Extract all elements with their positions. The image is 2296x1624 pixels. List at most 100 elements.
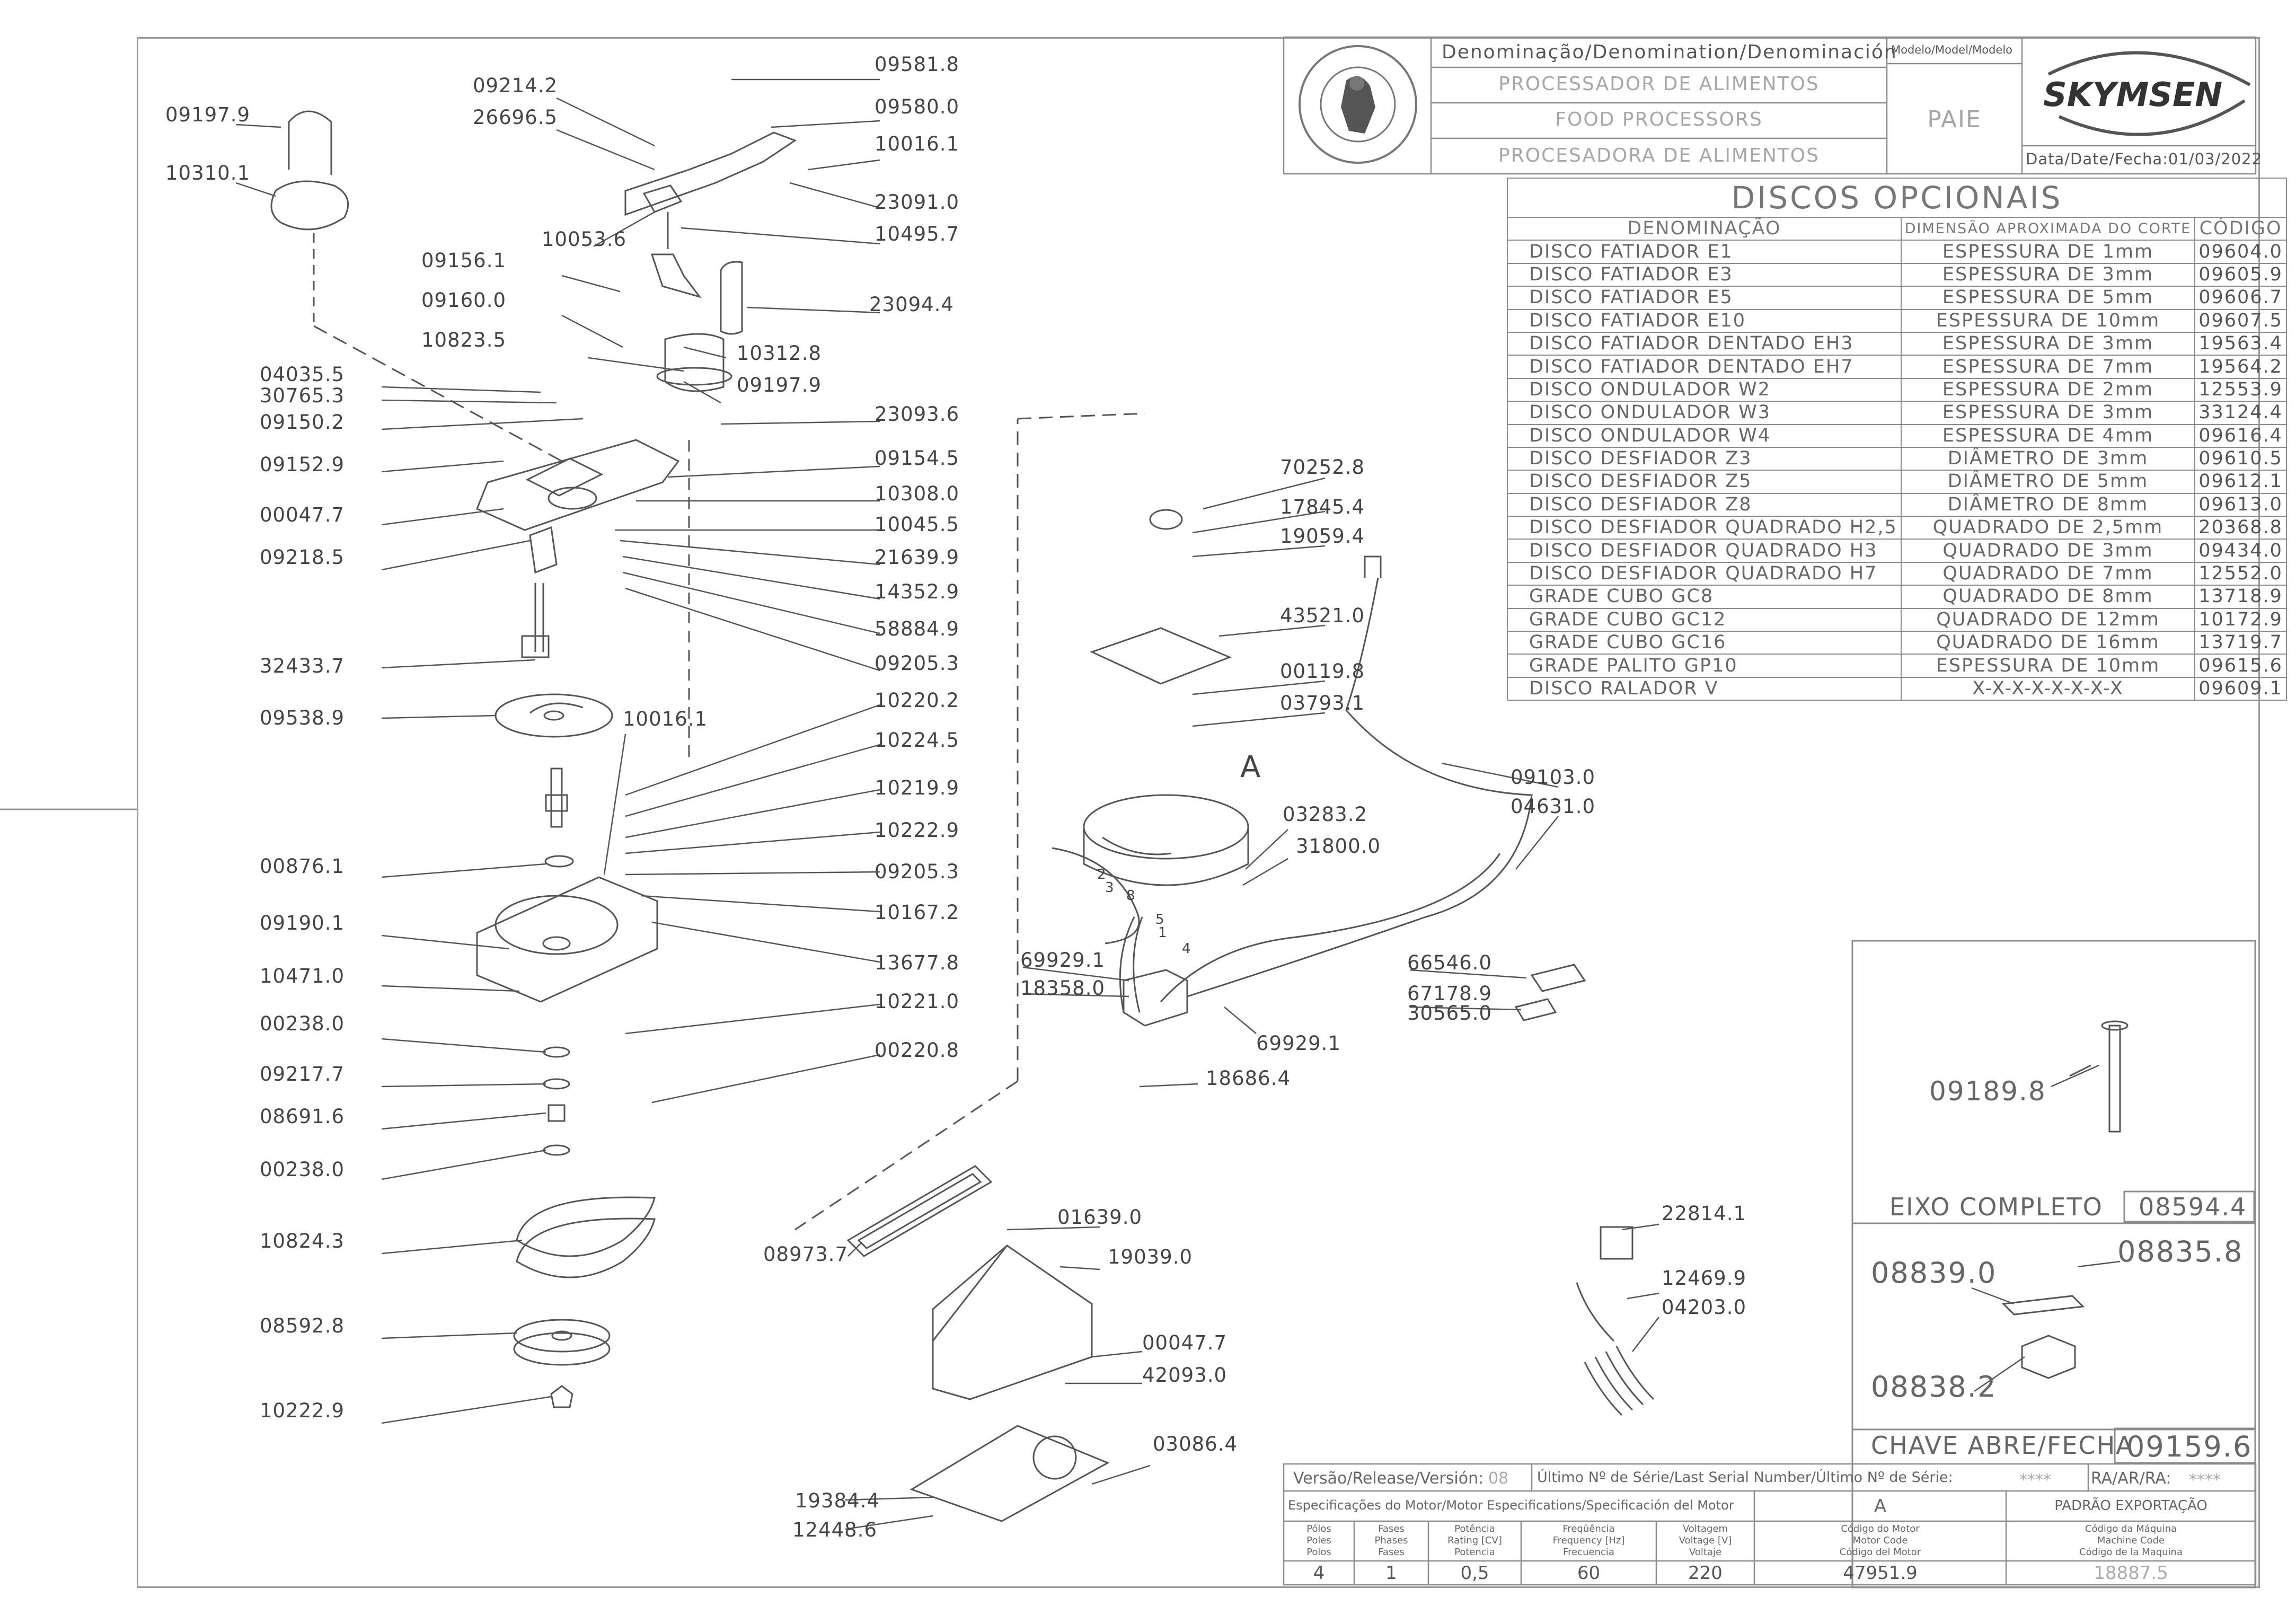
disc-code: 13718.9: [2194, 585, 2287, 609]
spec-header-line: Machine Code: [2097, 1535, 2165, 1546]
spec-value: 220: [1688, 1563, 1723, 1584]
disc-dimension: ESPESSURA DE 2mm: [1900, 377, 2196, 402]
chave-code: 09159.6: [2126, 1430, 2253, 1463]
part-label-left: 10823.5: [421, 329, 507, 351]
disc-name: DISCO FATIADOR E1: [1507, 240, 1902, 264]
spec-header-line: Motor Code: [1852, 1535, 1908, 1546]
part-label-motor: 00119.8: [1280, 660, 1365, 683]
part-label-left: 26696.5: [473, 106, 558, 129]
part-label-left: 08691.6: [260, 1105, 345, 1128]
part-label-bottom: 12448.6: [792, 1519, 878, 1541]
part-label-motor: 03793.1: [1280, 692, 1365, 714]
eixo-code: 08594.4: [2139, 1193, 2247, 1221]
chave-part-3: 08838.2: [1871, 1370, 1997, 1404]
spec-header-line: Polos: [1306, 1547, 1331, 1558]
part-label-left: 09214.2: [473, 74, 558, 97]
part-label-left: 10310.1: [165, 162, 251, 184]
ra-value: ****: [2189, 1471, 2221, 1489]
part-label-bottom: 08973.7: [763, 1243, 849, 1266]
serial-label: Último Nº de Série/Last Serial Number/Úl…: [1537, 1469, 1953, 1486]
disc-code: 19564.2: [2194, 355, 2287, 379]
disc-dimension: DIÂMETRO DE 3mm: [1900, 446, 2196, 471]
padrao-exportacao: PADRÃO EXPORTAÇÃO: [2054, 1498, 2207, 1514]
denomination-label: Denominação/Denomination/Denominación: [1442, 41, 1897, 63]
disc-name: DISCO FATIADOR E5: [1507, 286, 1902, 310]
part-label-left: 09538.9: [260, 707, 345, 729]
chave-title: CHAVE ABRE/FECHA: [1871, 1431, 2134, 1460]
part-label-left: 00876.1: [260, 855, 345, 878]
col-code: CÓDIGO: [2194, 216, 2287, 241]
part-label-left: 09218.5: [260, 546, 345, 569]
spec-header-line: Fases: [1378, 1523, 1405, 1534]
disc-name: GRADE PALITO GP10: [1507, 654, 1902, 678]
part-label-motor: 31800.0: [1296, 835, 1381, 858]
disc-dimension: QUADRADO DE 16mm: [1900, 631, 2196, 655]
part-label-left: 10016.1: [623, 708, 708, 730]
part-label-left: 09580.0: [875, 95, 960, 118]
disc-name: DISCO RALADOR V: [1507, 676, 1902, 701]
part-label-left: 10824.3: [260, 1230, 345, 1252]
part-label-left: 09205.3: [875, 652, 960, 675]
brand-name: SKYMSEN: [2043, 75, 2222, 114]
part-label-left: 10221.0: [875, 990, 960, 1013]
disc-name: DISCO ONDULADOR W4: [1507, 423, 1902, 448]
part-label-motor: 18358.0: [1020, 977, 1106, 1000]
part-label-left: 10308.0: [875, 482, 960, 505]
disc-name: DISCO FATIADOR E3: [1507, 262, 1902, 287]
part-label-motor: 03283.2: [1283, 803, 1368, 826]
wire-number: 1: [1158, 925, 1168, 941]
disc-dimension: ESPESSURA DE 5mm: [1900, 286, 2196, 310]
part-label-left: 10312.8: [737, 342, 822, 365]
part-label-motor: 09103.0: [1511, 766, 1596, 789]
spec-header-line: Potencia: [1454, 1547, 1495, 1558]
spec-value: 0,5: [1460, 1563, 1489, 1584]
eixo-title: EIXO COMPLETO: [1889, 1193, 2103, 1221]
part-label-motor: 67178.9: [1407, 982, 1493, 1005]
disc-dimension: ESPESSURA DE 4mm: [1900, 423, 2196, 448]
part-label-left: 23094.4: [869, 293, 955, 316]
part-label-left: 09581.8: [875, 53, 960, 76]
disc-name: DISCO DESFIADOR Z5: [1507, 470, 1902, 494]
disc-code: 10172.9: [2194, 607, 2287, 632]
part-label-bottom: 42093.0: [1142, 1364, 1228, 1387]
spec-value: 60: [1577, 1563, 1601, 1584]
chave-part-1: 08839.0: [1871, 1256, 1997, 1290]
disc-dimension: QUADRADO DE 7mm: [1900, 561, 2196, 586]
disc-dimension: ESPESSURA DE 3mm: [1900, 331, 2196, 356]
disc-name: DISCO FATIADOR DENTADO EH7: [1507, 355, 1902, 379]
part-label-left: 09152.9: [260, 453, 345, 476]
part-label-left: 00047.7: [260, 504, 345, 526]
part-label-left: 00220.8: [875, 1039, 960, 1062]
model-label: Modelo/Model/Modelo: [1891, 43, 2013, 56]
spec-value: 47951.9: [1843, 1563, 1918, 1584]
spec-header-line: Frequency [Hz]: [1552, 1535, 1625, 1546]
disc-dimension: ESPESSURA DE 1mm: [1900, 240, 2196, 264]
part-label-motor: 17845.4: [1280, 496, 1365, 518]
version-value: 08: [1488, 1469, 1509, 1488]
part-label-bottom: 22814.1: [1662, 1202, 1747, 1225]
disc-code: 09609.1: [2194, 676, 2287, 701]
disc-code: 19563.4: [2194, 331, 2287, 356]
disc-dimension: ESPESSURA DE 10mm: [1900, 308, 2196, 333]
part-label-bottom: 19384.4: [795, 1489, 880, 1512]
part-label-motor: A: [1240, 750, 1261, 784]
part-label-motor: 30565.0: [1407, 1002, 1493, 1025]
part-label-left: 30765.3: [260, 384, 345, 407]
disc-code: 09613.0: [2194, 492, 2287, 517]
version-label: Versão/Release/Versión:: [1293, 1469, 1484, 1488]
part-label-bottom: 00047.7: [1142, 1331, 1228, 1354]
part-label-left: 09156.1: [421, 249, 507, 272]
name-en: FOOD PROCESSORS: [1555, 109, 1763, 130]
motor-letter: A: [1874, 1496, 1887, 1517]
